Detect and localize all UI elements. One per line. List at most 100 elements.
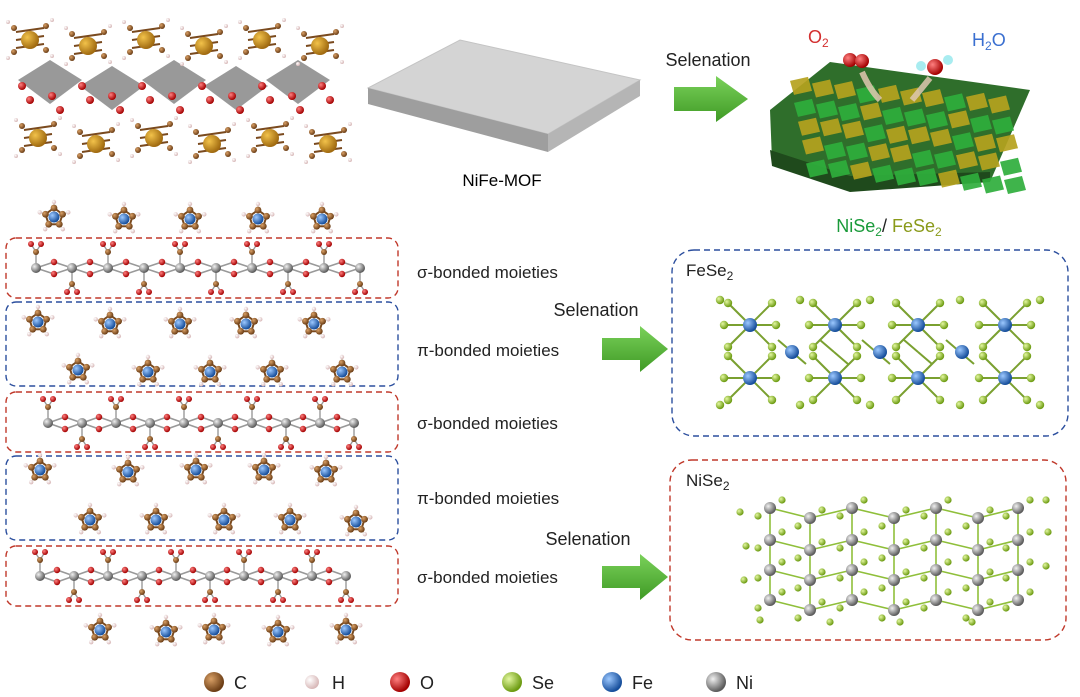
h-atom bbox=[14, 118, 18, 122]
o-atom bbox=[53, 578, 61, 586]
c-atom bbox=[213, 281, 219, 287]
fe-atom bbox=[955, 345, 969, 359]
c-atom bbox=[81, 523, 89, 531]
flake bbox=[872, 164, 894, 183]
ni-atom bbox=[283, 263, 293, 273]
se-atom bbox=[920, 512, 928, 520]
h-atom bbox=[66, 379, 72, 385]
h-atom bbox=[50, 315, 55, 320]
o-atom bbox=[325, 566, 333, 574]
o-atom bbox=[61, 413, 69, 421]
se-atom bbox=[1026, 320, 1036, 330]
se-atom bbox=[715, 295, 725, 305]
o-atom bbox=[212, 597, 218, 603]
c-atom bbox=[91, 523, 99, 531]
se-atom bbox=[986, 538, 994, 546]
ni-atom bbox=[930, 564, 942, 576]
c-atom bbox=[141, 281, 147, 287]
c-atom bbox=[343, 375, 351, 383]
h-atom bbox=[311, 306, 317, 312]
o-atom bbox=[304, 549, 310, 555]
bond bbox=[833, 351, 849, 365]
flake bbox=[930, 128, 952, 147]
bond bbox=[977, 569, 1019, 581]
c-atom bbox=[139, 375, 147, 383]
se-atom bbox=[723, 395, 733, 405]
o-atom bbox=[198, 82, 206, 90]
fe-atom bbox=[218, 514, 230, 526]
se-atom bbox=[723, 298, 733, 308]
bond bbox=[851, 599, 895, 611]
se-atom bbox=[920, 604, 928, 612]
bond bbox=[809, 539, 853, 551]
h-atom bbox=[276, 463, 281, 468]
h-atom bbox=[130, 228, 136, 234]
ni-atom bbox=[211, 263, 221, 273]
o-atom bbox=[84, 444, 90, 450]
h-atom bbox=[339, 354, 345, 360]
c-atom bbox=[351, 436, 357, 442]
c-atom bbox=[309, 153, 315, 159]
h-atom bbox=[163, 614, 169, 620]
c-atom bbox=[249, 222, 257, 230]
c-atom bbox=[95, 513, 102, 521]
c-atom bbox=[229, 513, 236, 521]
se-atom bbox=[920, 574, 928, 582]
bond bbox=[977, 539, 1019, 551]
o-atom bbox=[230, 270, 238, 278]
o-atom bbox=[206, 96, 214, 104]
ni-atom bbox=[239, 571, 249, 581]
se-atom bbox=[1026, 588, 1034, 596]
h-atom bbox=[188, 124, 192, 128]
ni-atom bbox=[764, 502, 776, 514]
selenation-label-fese2: Selenation bbox=[553, 300, 638, 320]
bond bbox=[23, 125, 53, 131]
h-atom bbox=[278, 381, 284, 387]
o-atom bbox=[194, 258, 202, 266]
bond bbox=[893, 507, 937, 519]
h-atom bbox=[87, 502, 93, 508]
o-atom bbox=[254, 241, 260, 247]
c-atom bbox=[343, 589, 349, 595]
se-atom bbox=[723, 342, 733, 352]
h-atom bbox=[284, 365, 289, 370]
o-atom bbox=[168, 549, 174, 555]
o-atom bbox=[194, 270, 202, 278]
o-atom bbox=[362, 289, 368, 295]
c-atom bbox=[342, 617, 350, 625]
o-atom bbox=[265, 425, 273, 433]
o-atom bbox=[270, 597, 276, 603]
se-atom bbox=[878, 554, 886, 562]
c-atom bbox=[192, 457, 200, 465]
c-atom bbox=[111, 327, 119, 335]
flake bbox=[916, 168, 938, 187]
bond bbox=[305, 33, 335, 39]
bond bbox=[851, 507, 895, 519]
se-atom bbox=[1022, 395, 1032, 405]
se-atom bbox=[826, 618, 834, 626]
c-atom bbox=[225, 523, 233, 531]
se-atom bbox=[978, 298, 988, 308]
bond bbox=[977, 599, 1019, 611]
fe-atom bbox=[316, 213, 328, 225]
se-atom bbox=[939, 320, 949, 330]
o-atom bbox=[299, 413, 307, 421]
h-atom bbox=[255, 365, 260, 370]
c-atom bbox=[79, 373, 87, 381]
c-atom bbox=[135, 147, 141, 153]
h-atom bbox=[134, 481, 140, 487]
c-atom bbox=[45, 463, 52, 471]
c-atom bbox=[338, 359, 346, 367]
se-atom bbox=[939, 373, 949, 383]
se-atom bbox=[1002, 574, 1010, 582]
h-atom bbox=[162, 529, 168, 535]
fe-atom bbox=[272, 626, 284, 638]
h-atom bbox=[197, 623, 202, 628]
sigma-box-3 bbox=[5, 545, 399, 607]
o-atom bbox=[18, 82, 26, 90]
o-atom bbox=[95, 413, 103, 421]
se-atom bbox=[836, 544, 844, 552]
c-atom bbox=[347, 525, 355, 533]
se-atom bbox=[852, 395, 862, 405]
o-atom bbox=[318, 82, 326, 90]
